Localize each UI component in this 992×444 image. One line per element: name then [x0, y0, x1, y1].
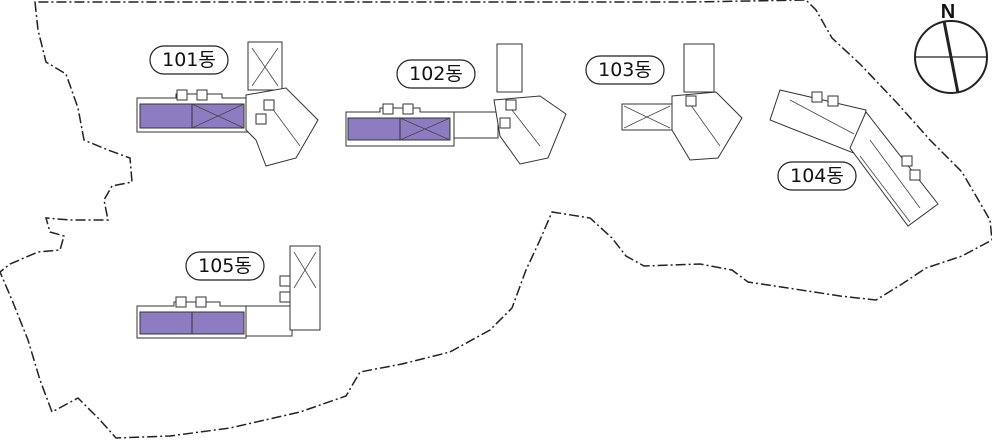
building-103-footprint[interactable]	[621, 43, 743, 161]
building-101-footprint[interactable]	[136, 41, 319, 167]
building-104-label[interactable]: 104동	[777, 161, 857, 191]
building-104-label-text: 104동	[790, 165, 844, 187]
unit-highlight	[347, 117, 401, 141]
building-102-footprint[interactable]	[345, 43, 567, 165]
building-102-label-text: 102동	[409, 63, 463, 85]
building-102-label[interactable]: 102동	[396, 59, 476, 89]
building-103-label-text: 103동	[598, 59, 652, 81]
building-105-footprint[interactable]	[136, 245, 321, 339]
unit-highlight	[139, 311, 193, 335]
building-105-label[interactable]: 105동	[185, 251, 265, 281]
building-101-label-text: 101동	[162, 49, 216, 71]
unit-highlight	[191, 311, 245, 335]
compass-north-label: N	[941, 1, 955, 23]
unit-highlight	[139, 103, 193, 129]
building-104-footprint[interactable]	[769, 89, 939, 227]
compass-rose: N	[914, 1, 988, 94]
building-103-label[interactable]: 103동	[585, 55, 665, 85]
building-101-label[interactable]: 101동	[149, 45, 229, 75]
building-105-label-text: 105동	[198, 255, 252, 277]
